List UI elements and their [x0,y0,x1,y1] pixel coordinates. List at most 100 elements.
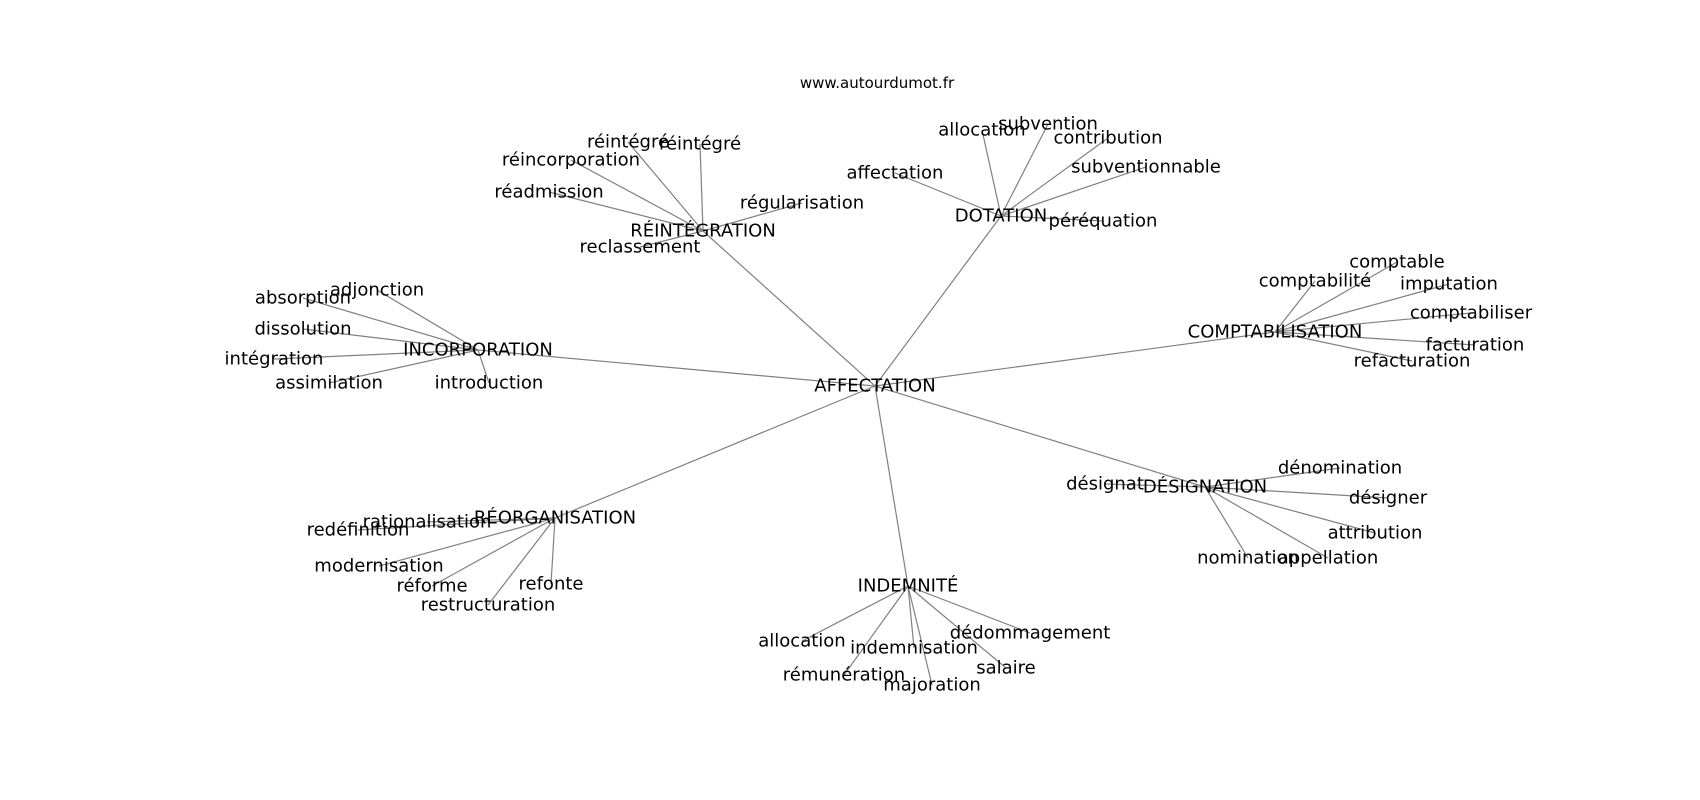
leaf-node-allocation-10: allocation [938,120,1025,141]
edge-dotation-1-5 [1000,215,1104,222]
leaf-node-restructuration-54: restructuration [421,595,556,616]
leaf-node-designat-45: désignat [1066,474,1144,495]
edge-incorporation-2-1 [302,297,479,351]
leaf-node-contribution-12: contribution [1053,128,1162,149]
leaf-node-refonte-55: refonte [519,574,584,595]
leaf-node-designer-41: désigner [1349,488,1428,509]
edge-designation-4-3 [1204,486,1329,559]
leaf-node-attribution-42: attribution [1328,523,1423,544]
hub-node-reorganisation-5: RÉORGANISATION [474,507,636,529]
edge-reintegration-0-3 [548,191,704,232]
edge-incorporation-2-0 [376,289,479,351]
edge-designation-4-2 [1204,486,1376,534]
edge-reintegration-0-2 [570,159,704,232]
leaf-node-facturation-34: facturation [1426,335,1525,356]
leaf-node-subvention-11: subvention [998,114,1098,135]
hub-node-designation-4: DÉSIGNATION [1143,476,1267,498]
edge-reintegration-0-4 [702,202,803,232]
hub-node-dotation-1: DOTATION [955,206,1047,227]
edge-root-indemnite-6 [874,385,909,587]
edge-root-reorganisation-5 [554,385,876,519]
edge-designation-4-0 [1204,467,1341,488]
leaf-node-reincorporation-2: réincorporation [502,150,640,171]
edge-indemnite-6-2 [907,585,915,649]
leaf-node-subventionnable-13: subventionnable [1071,157,1221,178]
edge-designation-4-4 [1204,486,1249,559]
edge-reorganisation-5-1 [357,517,556,531]
edge-reorganisation-5-5 [550,517,556,585]
leaf-node-remuneration-64: rémunération [783,665,905,686]
leaf-node-reintegre-0: réintégré [587,132,669,153]
edge-comptabilisation-3-4 [1274,331,1476,346]
edge-indemnite-6-4 [843,585,909,676]
leaf-node-indemnisation-62: indemnisation [850,638,978,659]
leaf-node-comptabilite-31: comptabilité [1259,271,1372,292]
edge-comptabilisation-3-5 [1274,331,1413,362]
edge-reorganisation-5-2 [378,517,556,567]
edge-root-incorporation-2 [477,349,876,387]
edge-root-designation-4 [874,385,1206,488]
edge-indemnite-6-0 [907,585,1031,634]
edge-dotation-1-0 [981,129,1002,217]
edge-indemnite-6-3 [907,585,1007,669]
edge-reintegration-0-5 [639,230,704,248]
edge-indemnite-6-1 [801,585,909,642]
edge-incorporation-2-3 [273,349,479,360]
leaf-node-refacturation-35: refacturation [1354,351,1471,372]
edge-root-dotation-1 [874,215,1002,387]
leaf-node-imputation-32: imputation [1400,274,1498,295]
edge-reintegration-0-1 [699,143,704,232]
source-label: www.autourdumot.fr [800,74,955,92]
leaf-node-redefinition-51: redéfinition [307,520,410,541]
edge-incorporation-2-5 [477,349,490,384]
leaf-node-reclassement-5: reclassement [580,237,701,258]
leaf-node-readmission-3: réadmission [494,182,603,203]
leaf-node-nomination-44: nomination [1197,548,1299,569]
edge-dotation-1-3 [1000,166,1147,217]
leaf-node-affectation-14: affectation [847,163,944,184]
graph-nodes: AFFECTATION RÉINTÉGRATION réintégréréintég… [225,114,1533,696]
edge-incorporation-2-4 [328,349,479,384]
leaf-node-integration-23: intégration [225,349,324,370]
leaf-node-reintegre-1: réintégré [659,134,741,155]
leaf-node-denomination-40: dénomination [1278,458,1402,479]
edge-reorganisation-5-4 [487,517,556,606]
edge-comptabilisation-3-0 [1274,261,1398,333]
edge-comptabilisation-3-3 [1274,312,1472,333]
leaf-node-comptable-30: comptable [1349,252,1444,273]
edge-indemnite-6-5 [907,585,933,686]
leaf-node-adjonction-20: adjonction [330,280,424,301]
leaf-node-rationalisation-50: rationalisation [363,512,492,533]
leaf-node-dissolution-22: dissolution [254,319,351,340]
edge-reorganisation-5-0 [426,517,556,523]
hub-node-indemnite-6: INDEMNITÉ [858,575,959,597]
hub-node-incorporation-2: INCORPORATION [403,340,553,361]
leaf-node-dedommagement-60: dédommagement [950,623,1111,644]
edge-incorporation-2-2 [302,328,479,351]
leaf-node-modernisation-52: modernisation [314,556,443,577]
edge-reorganisation-5-3 [431,517,556,587]
edge-root-comptabilisation-3 [874,331,1276,387]
graph-edges [273,123,1476,686]
leaf-node-absorption-21: absorption [255,288,351,309]
hub-node-comptabilisation-3: COMPTABILISATION [1188,322,1363,343]
leaf-node-introduction-25: introduction [435,373,544,394]
edge-designation-4-1 [1204,486,1389,499]
edge-designation-4-5 [1104,483,1206,488]
edge-comptabilisation-3-1 [1274,280,1316,333]
edge-comptabilisation-3-2 [1274,283,1450,333]
leaf-node-reforme-53: réforme [396,576,467,597]
root-node: AFFECTATION [814,376,935,397]
edge-dotation-1-2 [1000,137,1109,217]
leaf-node-assimilation-24: assimilation [275,373,383,394]
leaf-node-comptabiliser-33: comptabiliser [1410,303,1533,324]
hub-node-reintegration-0: RÉINTÉGRATION [630,220,776,242]
leaf-node-regularisation-4: régularisation [740,193,864,214]
edge-reintegration-0-0 [627,141,704,232]
edge-dotation-1-1 [1000,123,1049,217]
edge-root-reintegration-0 [702,230,876,387]
leaf-node-appellation-43: appellation [1278,548,1378,569]
leaf-node-perequation-15: péréquation [1049,211,1158,232]
leaf-node-salaire-63: salaire [976,658,1036,679]
